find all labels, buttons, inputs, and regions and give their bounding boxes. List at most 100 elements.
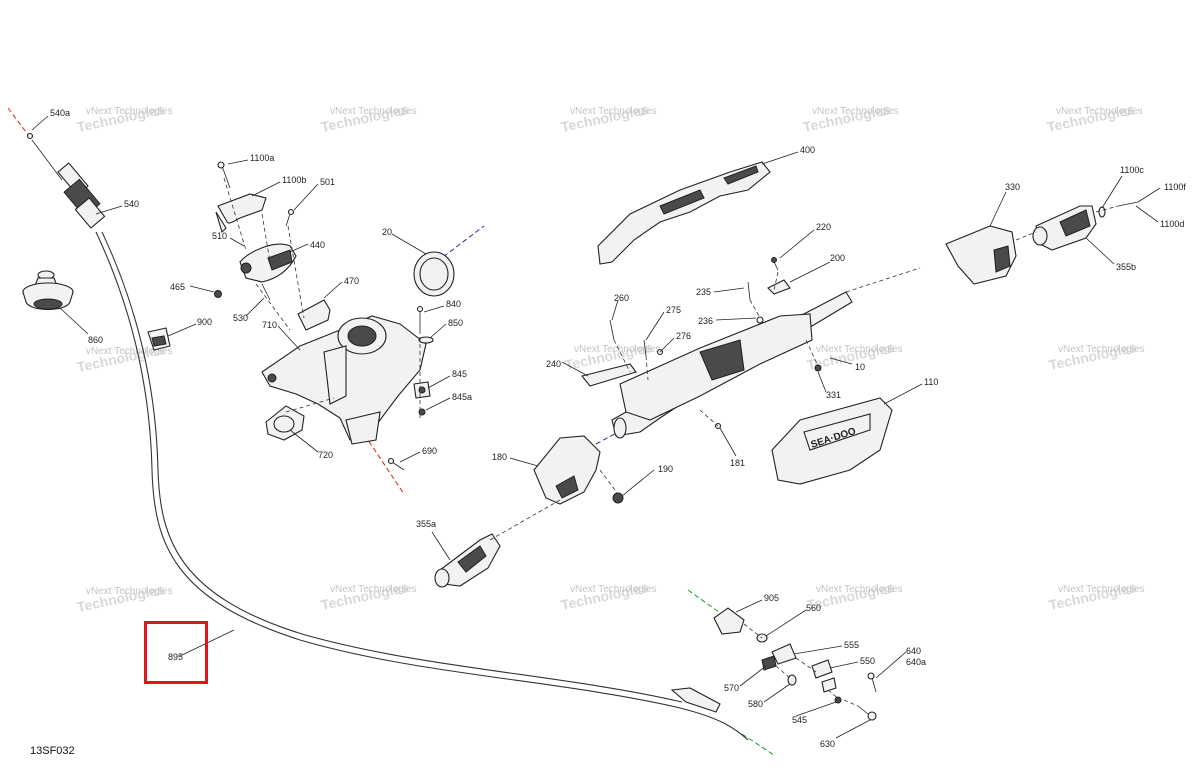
part-860-boot	[22, 270, 74, 311]
part-440-bracket	[239, 243, 297, 283]
part-260-screw	[609, 319, 615, 341]
part-220-screw	[771, 257, 779, 271]
label-1100d[interactable]: 1100d	[1160, 219, 1184, 229]
part-640-screw	[867, 672, 877, 693]
part-275-screw	[643, 339, 647, 357]
part-905-boot	[713, 607, 745, 635]
label-501[interactable]: 501	[320, 177, 335, 187]
part-1100b-clamp	[215, 193, 267, 234]
watermark: Technologies vNext Technologies	[319, 101, 416, 135]
label-10[interactable]: 10	[855, 362, 865, 372]
label-840[interactable]: 840	[446, 299, 461, 309]
part-545-nut	[834, 696, 842, 704]
label-1100b[interactable]: 1100b	[282, 175, 306, 185]
watermark-text: vNext Technologies	[570, 106, 657, 117]
label-560[interactable]: 560	[806, 603, 821, 613]
part-845-damper	[413, 381, 431, 399]
cable-end-fitting	[670, 687, 721, 713]
part-355a-grip	[434, 533, 501, 588]
label-1100f[interactable]: 1100f	[1164, 182, 1186, 192]
label-331[interactable]: 331	[826, 390, 841, 400]
label-330[interactable]: 330	[1005, 182, 1020, 192]
label-640a[interactable]: 640a	[906, 657, 926, 667]
watermark-text: vNext Technologies	[574, 344, 661, 355]
label-110[interactable]: 110	[924, 377, 938, 387]
part-355b-grip	[1032, 205, 1097, 251]
label-900[interactable]: 900	[197, 317, 212, 327]
part-240-lever	[581, 363, 637, 387]
part-331-nut	[814, 364, 822, 372]
label-1100c[interactable]: 1100c	[1120, 165, 1144, 175]
watermark-text: vNext Technologies	[1056, 106, 1143, 117]
label-20[interactable]: 20	[382, 227, 392, 237]
label-545[interactable]: 545	[792, 715, 807, 725]
label-240[interactable]: 240	[546, 359, 561, 369]
part-555-bracket	[771, 643, 797, 665]
label-690[interactable]: 690	[422, 446, 437, 456]
watermark: Technologies vNext Technologies	[1045, 101, 1142, 135]
label-530[interactable]: 530	[233, 313, 248, 323]
label-555[interactable]: 555	[844, 640, 859, 650]
part-10-handlebar	[611, 291, 853, 439]
part-690-bolt	[387, 457, 405, 471]
label-845[interactable]: 845	[452, 369, 467, 379]
part-850-washer	[418, 336, 434, 344]
label-640[interactable]: 640	[906, 646, 921, 656]
label-1100a[interactable]: 1100a	[250, 153, 274, 163]
diagram-code: 13SF032	[30, 745, 75, 757]
label-895[interactable]: 895	[168, 652, 183, 662]
part-1100a-screw	[217, 161, 231, 189]
label-275[interactable]: 275	[666, 305, 681, 315]
part-labels: 540a 540 860 900 1100a 1100b 501 510 440…	[50, 108, 1186, 749]
watermark-text: vNext Technologies	[330, 106, 417, 117]
label-180[interactable]: 180	[492, 452, 507, 462]
part-236-pin	[756, 316, 764, 324]
part-710-housing	[261, 315, 427, 445]
assembly-lines	[223, 177, 1119, 707]
label-850[interactable]: 850	[448, 318, 463, 328]
watermark: Technologies vNext Technologies	[319, 579, 416, 613]
label-540[interactable]: 540	[124, 199, 139, 209]
label-570[interactable]: 570	[724, 683, 739, 693]
part-235-screw	[747, 281, 751, 301]
leader-lines	[31, 115, 1161, 739]
watermark: Technologies vNext Technologies	[1047, 579, 1144, 613]
label-190[interactable]: 190	[658, 464, 673, 474]
label-236[interactable]: 236	[698, 316, 713, 326]
label-440[interactable]: 440	[310, 240, 325, 250]
label-540a[interactable]: 540a	[50, 108, 70, 118]
label-550[interactable]: 550	[860, 656, 875, 666]
watermark-text: vNext Technologies	[86, 346, 173, 357]
label-470[interactable]: 470	[344, 276, 359, 286]
label-905[interactable]: 905	[764, 593, 779, 603]
label-400[interactable]: 400	[800, 145, 815, 155]
part-720-plate	[265, 405, 305, 441]
label-181[interactable]: 181	[730, 458, 745, 468]
label-845a[interactable]: 845a	[452, 392, 472, 402]
part-845a-nut	[418, 408, 426, 416]
label-220[interactable]: 220	[816, 222, 831, 232]
label-355b[interactable]: 355b	[1116, 262, 1136, 272]
label-630[interactable]: 630	[820, 739, 835, 749]
label-200[interactable]: 200	[830, 253, 845, 263]
part-180-switch-housing	[533, 435, 601, 505]
label-720[interactable]: 720	[318, 450, 333, 460]
cable-540	[95, 231, 749, 741]
label-510[interactable]: 510	[212, 231, 227, 241]
watermark-text: vNext Technologies	[812, 106, 899, 117]
label-580[interactable]: 580	[748, 699, 763, 709]
label-235[interactable]: 235	[696, 287, 711, 297]
label-465[interactable]: 465	[170, 282, 185, 292]
axis-line-blue-top	[417, 225, 485, 277]
label-860[interactable]: 860	[88, 335, 103, 345]
part-400-cover	[597, 161, 771, 265]
part-465-nut	[214, 290, 222, 298]
label-710[interactable]: 710	[262, 320, 277, 330]
watermark-text: vNext Technologies	[816, 344, 903, 355]
label-355a[interactable]: 355a	[416, 519, 436, 529]
label-260[interactable]: 260	[614, 293, 629, 303]
part-20-ring	[413, 251, 455, 297]
axis-line-red-steering	[359, 427, 405, 495]
label-276[interactable]: 276	[676, 331, 691, 341]
